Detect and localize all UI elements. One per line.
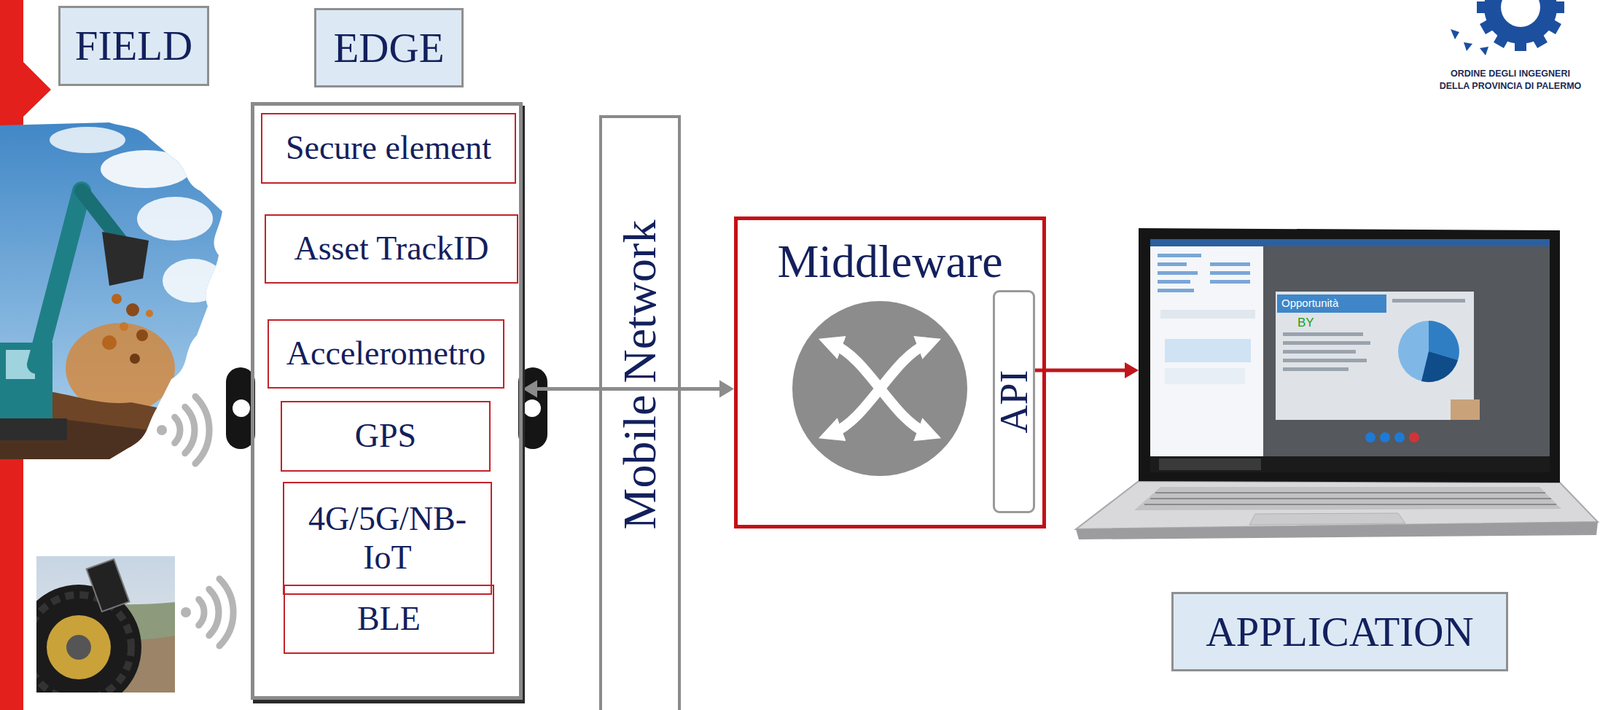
excavator-photo <box>0 116 234 467</box>
node-text: Accelerometro <box>286 334 486 374</box>
section-label: FIELD <box>58 5 210 87</box>
section-label: EDGE <box>314 8 464 88</box>
node-text: FIELD <box>75 21 193 70</box>
section-label: APPLICATION <box>1171 591 1509 672</box>
laptop-illustration <box>1075 228 1598 540</box>
node-text: Middleware <box>777 234 1003 289</box>
node-text: APPLICATION <box>1205 607 1474 657</box>
arrow-head <box>522 380 538 398</box>
screen-text: Opportunità <box>1281 296 1339 310</box>
network-band: Mobile Network <box>599 115 681 710</box>
logo-gear <box>1450 0 1565 56</box>
node-text: GPS <box>354 416 417 456</box>
node-text: Asset TrackID <box>293 229 489 269</box>
component-box: BLE <box>283 584 495 654</box>
logo-text: DELLA PROVINCIA DI PALERMO <box>1422 80 1598 92</box>
loader-photo <box>36 556 175 693</box>
node-text: Secure element <box>285 129 492 168</box>
node-text: EDGE <box>333 24 445 73</box>
arrow-head <box>719 380 735 398</box>
component-box: Asset TrackID <box>264 214 519 284</box>
device-box: Secure elementAsset TrackID Accelerometro… <box>250 102 523 700</box>
node-text: Mobile Network <box>618 220 662 530</box>
api-arrow <box>1035 362 1139 379</box>
middleware-box: MiddlewareAPI <box>734 216 1047 529</box>
node-text: 4G/5G/NB-IoT <box>294 500 481 578</box>
component-box: Accelerometro <box>267 319 505 389</box>
node-text: API <box>996 369 1033 433</box>
api-box: API <box>992 290 1036 514</box>
logo-text: ORDINE DEGLI INGEGNERI <box>1422 68 1598 79</box>
screen-text: BY <box>1297 315 1315 331</box>
node-text: BLE <box>357 599 421 639</box>
wireless-symbol <box>156 396 210 464</box>
component-box: GPS <box>280 400 491 472</box>
component-box: Secure element <box>260 112 517 184</box>
wireless-symbol <box>180 578 234 646</box>
router-symbol <box>792 301 968 476</box>
component-box: 4G/5G/NB-IoT <box>282 481 493 595</box>
